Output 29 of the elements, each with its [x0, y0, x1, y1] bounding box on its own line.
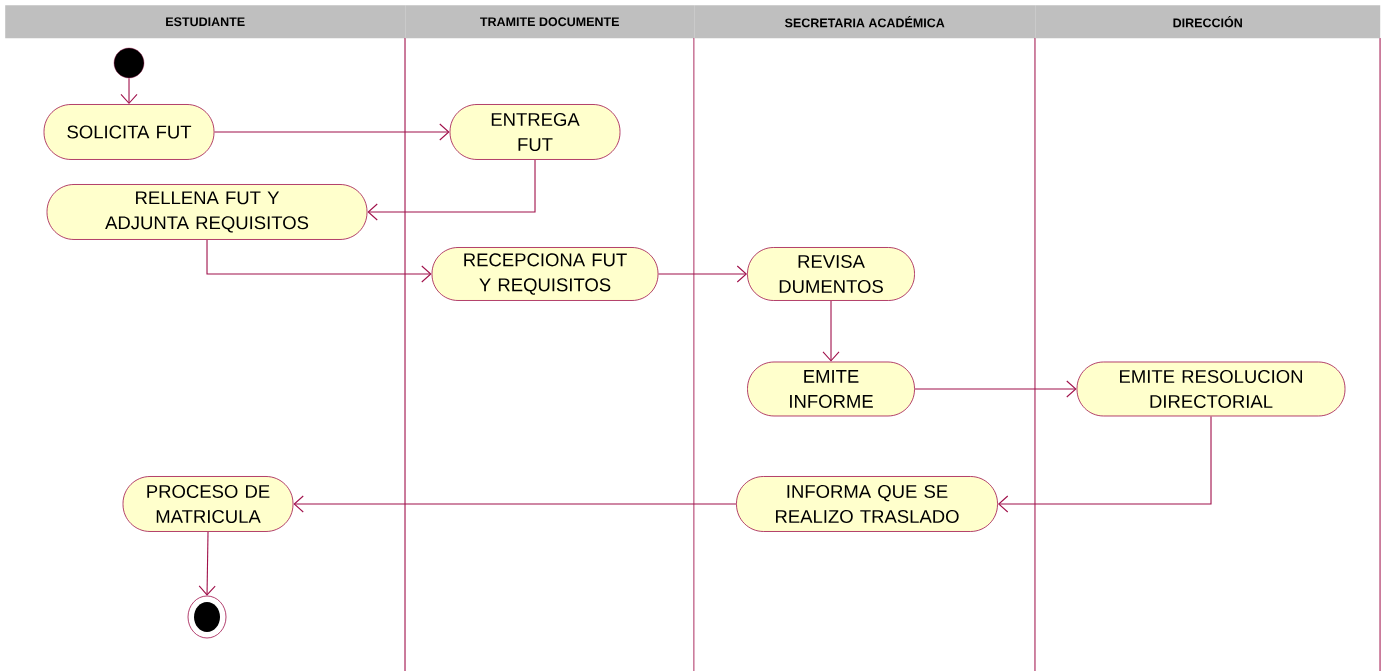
action-box: EMITE INFORME	[747, 361, 915, 417]
end-node	[187, 595, 227, 639]
arrow	[293, 495, 737, 513]
action-box: SOLICITA FUT	[43, 104, 215, 160]
action-box: REVISA DUMENTOS	[747, 247, 915, 301]
arrow	[367, 159, 536, 221]
lane-header: SECRETARIA ACADÉMICA	[694, 5, 1036, 39]
arrow	[120, 77, 138, 105]
arrow	[657, 265, 748, 283]
node-label: TRAMITE DOCUMENTE	[480, 17, 619, 27]
arrow	[206, 239, 432, 283]
action-box: ENTREGA FUT	[449, 104, 621, 160]
node-label: ESTUDIANTE	[166, 17, 245, 27]
action-box: RELLENA FUT Y ADJUNTA REQUISITOS	[46, 184, 368, 240]
action-box: EMITE RESOLUCION DIRECTORIAL	[1076, 361, 1346, 417]
arrow	[822, 300, 840, 362]
lane-header: TRAMITE DOCUMENTE	[405, 5, 695, 39]
lane-header: ESTUDIANTE	[5, 5, 406, 39]
node-label: SECRETARIA ACADÉMICA	[784, 16, 945, 28]
action-box: RECEPCIONA FUT Y REQUISITOS	[431, 247, 659, 301]
start-node	[113, 47, 145, 79]
node-label: DIRECCIÓN	[1173, 16, 1242, 28]
action-box: INFORMA QUE SE REALIZO TRASLADO	[736, 476, 998, 532]
arrow	[914, 380, 1077, 398]
arrow	[198, 531, 216, 596]
arrow	[213, 123, 450, 141]
arrow	[997, 415, 1212, 513]
action-box: PROCESO DE MATRICULA	[122, 476, 294, 532]
lane-header: DIRECCIÓN	[1035, 5, 1381, 39]
